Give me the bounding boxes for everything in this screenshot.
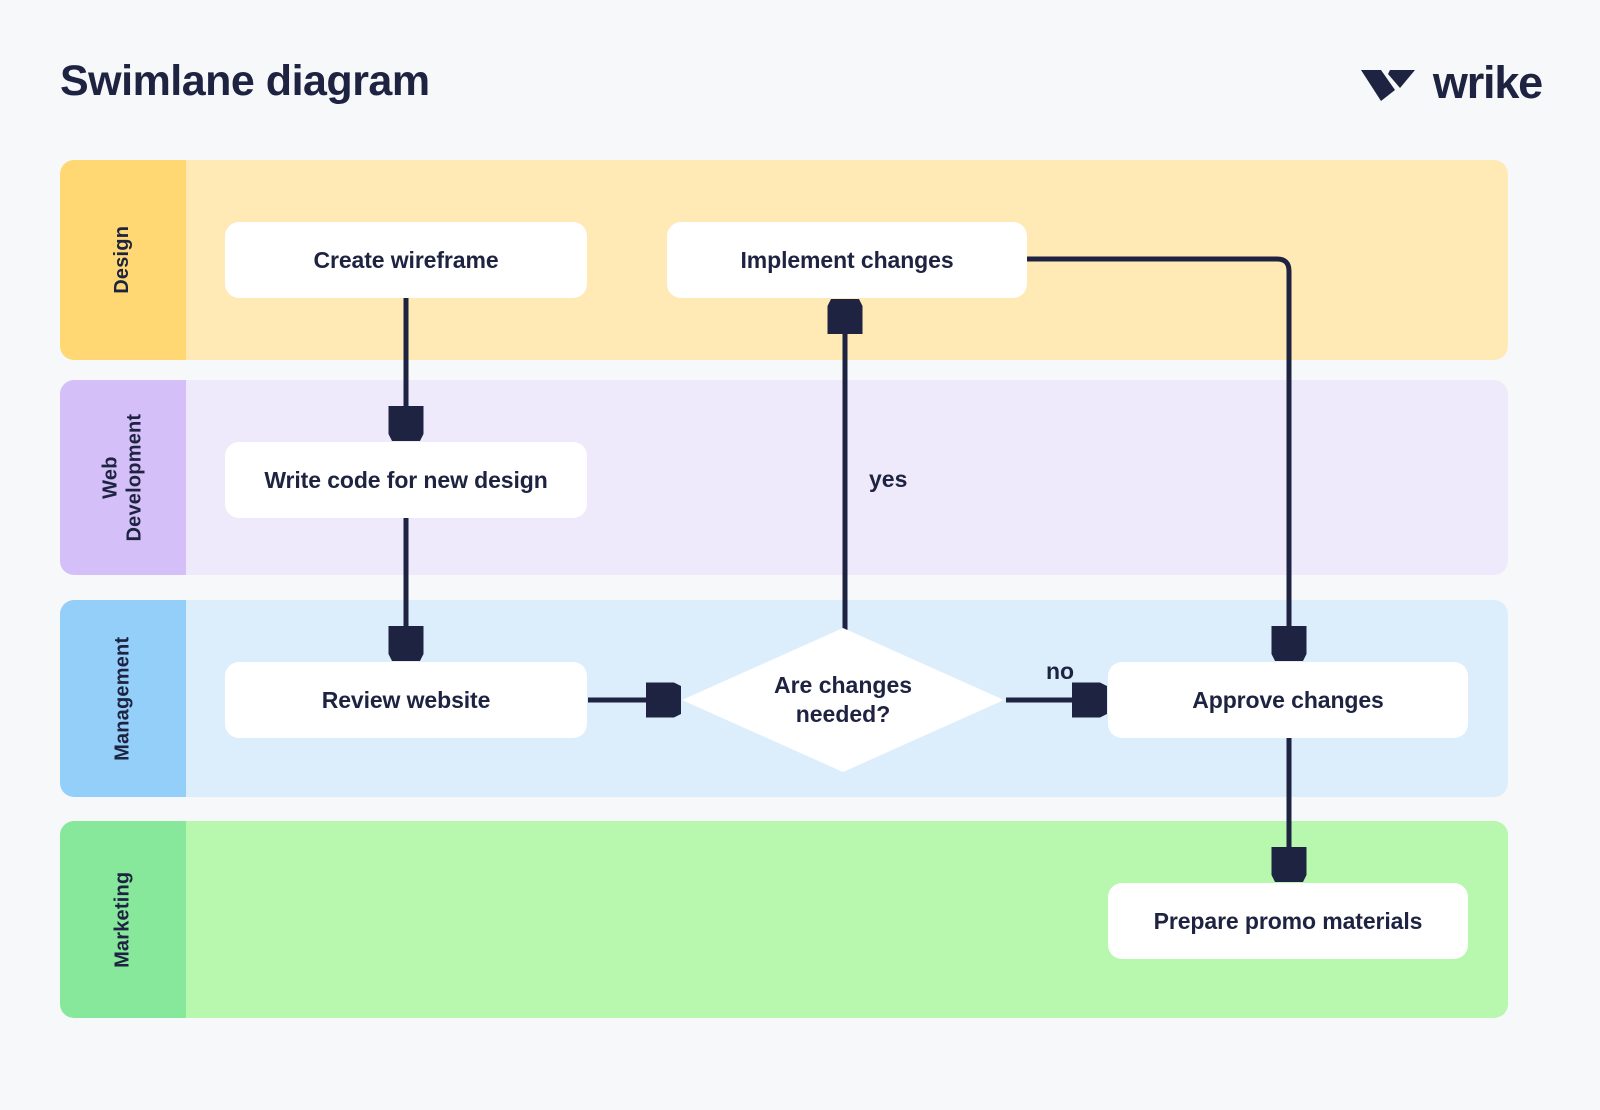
node-implement-changes[interactable]: Implement changes bbox=[667, 222, 1027, 298]
edge-label-yes: yes bbox=[869, 466, 908, 492]
wrike-checkmark-icon bbox=[1359, 57, 1419, 108]
node-review-website[interactable]: Review website bbox=[225, 662, 587, 738]
brand-wordmark: wrike bbox=[1432, 57, 1543, 108]
lane-management-label: Management bbox=[111, 636, 134, 761]
lane-marketing-label: Marketing bbox=[111, 871, 134, 968]
node-approve-changes-label: Approve changes bbox=[1192, 686, 1384, 713]
node-create-wireframe[interactable]: Create wireframe bbox=[225, 222, 587, 298]
node-write-code-for-new-design[interactable]: Write code for new design bbox=[225, 442, 587, 518]
node-review-website-label: Review website bbox=[321, 686, 491, 713]
node-write-code-label: Write code for new design bbox=[264, 466, 548, 493]
node-prepare-promo-materials[interactable]: Prepare promo materials bbox=[1108, 883, 1468, 959]
lane-design-header: Design bbox=[60, 160, 186, 360]
page-title: Swimlane diagram bbox=[60, 57, 430, 105]
node-implement-changes-label: Implement changes bbox=[740, 246, 954, 273]
node-are-changes-needed-decision[interactable]: Are changes needed? bbox=[682, 628, 1004, 772]
node-approve-changes[interactable]: Approve changes bbox=[1108, 662, 1468, 738]
lane-web-development-header: Web Development bbox=[60, 380, 186, 575]
node-create-wireframe-label: Create wireframe bbox=[313, 246, 499, 273]
wrike-logo: wrike bbox=[1359, 57, 1543, 108]
lane-design-label: Design bbox=[111, 226, 134, 294]
lane-management-header: Management bbox=[60, 600, 186, 797]
lane-marketing-header: Marketing bbox=[60, 821, 186, 1018]
page-header: Swimlane diagram wrike bbox=[0, 0, 1600, 155]
node-are-changes-needed-label: Are changes needed? bbox=[773, 671, 913, 727]
node-prepare-promo-label: Prepare promo materials bbox=[1153, 907, 1423, 934]
lane-web-development-label: Web Development bbox=[99, 413, 146, 542]
edge-label-no: no bbox=[1046, 658, 1075, 684]
